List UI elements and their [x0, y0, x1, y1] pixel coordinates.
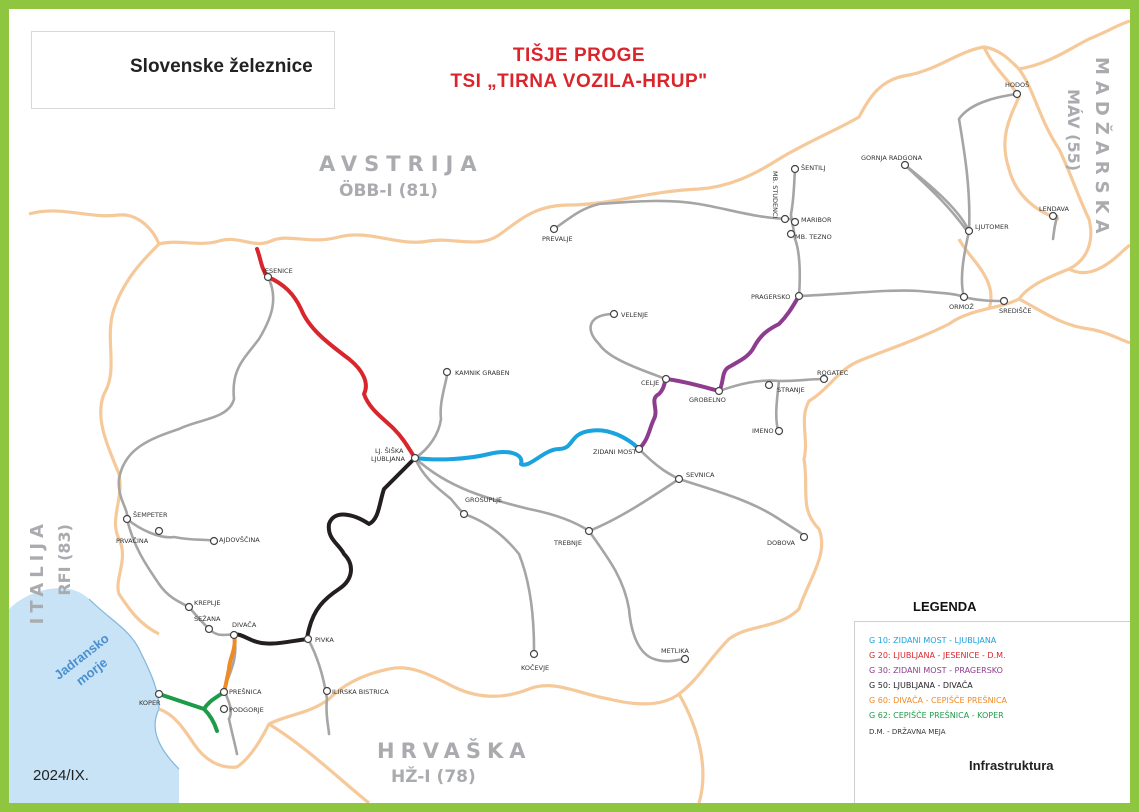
legend-footnote: D.M. - DRŽAVNA MEJA	[869, 728, 946, 736]
station-label: ŠEMPETER	[133, 511, 168, 519]
title-line2: TSI „TIRNA VOZILA-HRUP"	[450, 71, 708, 92]
station-label: KOČEVJE	[521, 664, 550, 672]
country-croatia-code: HŽ-I (78)	[391, 767, 476, 787]
legend-item-g62: G 62: CEPIŠČE PREŠNICA - KOPER	[869, 711, 1004, 720]
coastline	[88, 598, 180, 770]
station-label: VELENJE	[621, 311, 649, 319]
station-label: METLIKA	[661, 647, 689, 655]
croatia-east-border	[1018, 297, 1130, 345]
station-label: PODGORJE	[229, 706, 264, 714]
station-label: GROBELNO	[689, 396, 726, 404]
national-border	[158, 45, 1093, 769]
country-hungary-code: MÁV (55)	[1064, 89, 1083, 172]
station-label: GORNJA RADGONA	[861, 154, 923, 162]
station-label: SREDIŠČE	[999, 307, 1032, 315]
map-frame: Slovenske železnice TIŠJE PROGE TSI „TIR…	[9, 9, 1130, 803]
station-label: IMENO	[752, 427, 774, 435]
railway-network	[117, 92, 1059, 756]
croatia-south-border	[677, 693, 705, 803]
station-label: PREVALJE	[542, 235, 573, 243]
station-label: KREPLJE	[194, 599, 221, 607]
station-label: AJDOVŠČINA	[219, 536, 260, 544]
station-label: ILIRSKA BISTRICA	[332, 688, 389, 696]
brand-name: Slovenske železnice	[130, 56, 313, 77]
legend-item-g30: G 30: ZIDANI MOST - PRAGERSKO	[869, 666, 1003, 675]
line-g30	[637, 294, 801, 451]
station-label: MB. TEZNO	[795, 233, 832, 241]
legend-item-g60: G 60: DIVAČA - CEPIŠČE PREŠNICA	[869, 696, 1008, 705]
station-label: STRANJE	[777, 386, 805, 394]
station-label: TREBNJE	[554, 539, 582, 547]
station-label: ZIDANI MOST	[593, 448, 637, 456]
station-label: JESENICE	[263, 267, 293, 275]
line-g60	[222, 633, 237, 694]
country-austria-name: AVSTRIJA	[319, 152, 484, 176]
station-label: SEVNICA	[686, 471, 715, 479]
western-border	[99, 242, 161, 636]
hungary-east-border	[1068, 243, 1130, 275]
country-italy-code: RFI (83)	[55, 524, 74, 596]
croatia-sw-border	[268, 722, 370, 803]
logo-box: Slovenske železnice	[31, 31, 335, 109]
station-label: DIVAČA	[232, 621, 257, 629]
country-croatia-name: HRVAŠKA	[377, 739, 532, 763]
legend-item-g20: G 20: LJUBLJANA - JESENICE - D.M.	[869, 651, 1006, 660]
station-label: KAMNIK GRABEN	[455, 369, 510, 377]
legend-item-g50: G 50: LJUBLJANA - DIVAČA	[869, 681, 973, 690]
country-austria-code: ÖBB-I (81)	[339, 181, 438, 201]
station-markers	[122, 89, 1058, 714]
infra-name: Infrastruktura	[969, 758, 1054, 773]
legend-panel: G 10: ZIDANI MOST - LJUBLJANA G 20: LJUB…	[854, 621, 1130, 803]
station-label: GROSUPLJE	[465, 496, 503, 504]
hungary-border	[1018, 19, 1130, 71]
station-label: HODOŠ	[1005, 81, 1030, 89]
station-label: LJUBLJANA	[371, 455, 405, 463]
station-label: MARIBOR	[801, 216, 832, 224]
country-italy-name: ITALIJA	[27, 519, 48, 625]
station-label: LENDAVA	[1039, 205, 1069, 213]
legend-title: LEGENDA	[913, 599, 977, 614]
station-label: SEŽANA	[194, 615, 221, 623]
station-label: KOPER	[139, 699, 161, 707]
station-label: ORMOŽ	[949, 303, 974, 311]
inner-border-2	[982, 46, 1060, 221]
station-label: CELJE	[641, 379, 660, 387]
station-label: ROGATEC	[817, 369, 849, 377]
legend-items: G 10: ZIDANI MOST - LJUBLJANA G 20: LJUB…	[855, 636, 1130, 736]
station-label: MB. STUDENCI	[771, 171, 779, 219]
station-label: PRVAČINA	[116, 537, 149, 545]
line-g50	[232, 456, 417, 646]
station-label: PRAGERSKO	[751, 293, 791, 301]
legend-item-g10: G 10: ZIDANI MOST - LJUBLJANA	[869, 636, 997, 645]
adriatic-sea	[9, 588, 179, 803]
station-label: PREŠNICA	[229, 688, 262, 696]
railway-map	[9, 19, 1130, 803]
edition-date: 2024/IX.	[33, 767, 89, 784]
title-line1: TIŠJE PROGE	[512, 45, 646, 66]
station-label: ŠENTILJ	[801, 164, 826, 172]
station-label: PIVKA	[315, 636, 334, 644]
line-g20	[255, 247, 417, 460]
line-g62	[157, 690, 226, 733]
station-label: LJ. ŠIŠKA	[375, 447, 404, 455]
country-hungary-name: MADŽARSKA	[1091, 57, 1112, 240]
station-label: DOBOVA	[767, 539, 795, 547]
station-label: LJUTOMER	[975, 223, 1009, 231]
italy-austria-border	[28, 209, 161, 245]
line-g10	[413, 428, 641, 467]
